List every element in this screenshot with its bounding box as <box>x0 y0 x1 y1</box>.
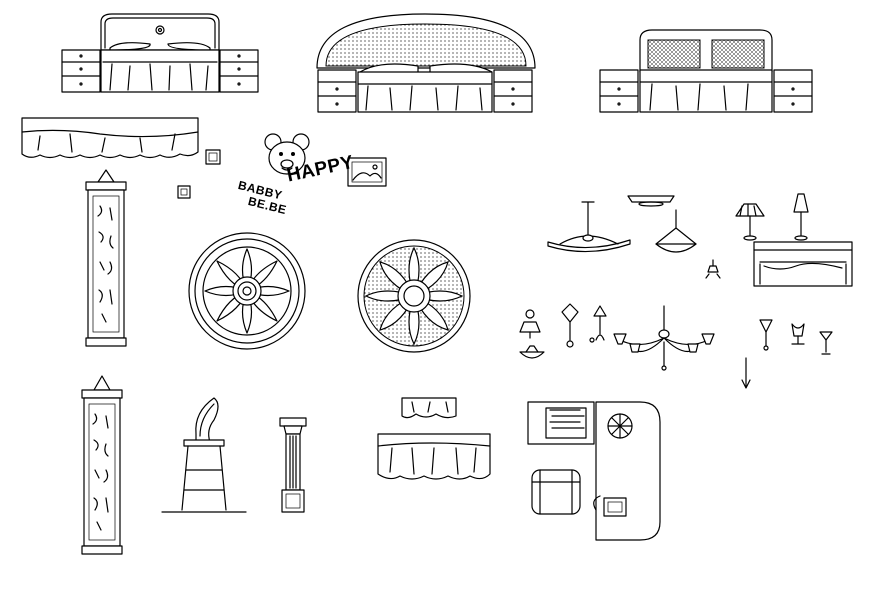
decorative-column <box>279 417 307 513</box>
headboard-cushion <box>401 397 457 419</box>
small-spot-light <box>705 259 721 279</box>
bench-skirt-elevation <box>377 433 491 480</box>
wall-sconce-4 <box>759 319 773 351</box>
drop-pendant-small <box>741 357 751 389</box>
bowl-pendant-light <box>655 209 697 253</box>
bed-skirt-elevation <box>21 117 199 159</box>
bar-chair-elevation <box>161 397 247 513</box>
table-lamp-2 <box>793 193 809 241</box>
small-picture-frame-1 <box>205 149 221 165</box>
hanging-scroll-2 <box>81 375 123 555</box>
ceiling-bowl-small <box>519 345 545 359</box>
hanging-scroll-1 <box>85 169 127 347</box>
bed-elevation-3 <box>599 29 813 113</box>
wall-sconce-2 <box>561 303 579 348</box>
ceiling-medallion-ornate <box>188 232 306 350</box>
pendant-chandelier <box>547 201 631 253</box>
small-picture-frame-2 <box>177 185 191 199</box>
wall-sconce-3 <box>589 305 607 343</box>
ceiling-medallion-petal <box>357 239 471 353</box>
bed-elevation-2 <box>316 13 536 113</box>
bed-elevation-1 <box>61 13 259 93</box>
wall-sconce-5 <box>791 323 805 345</box>
wall-sconce-6 <box>819 331 833 355</box>
flush-ceiling-light <box>627 195 675 207</box>
multi-arm-chandelier <box>613 305 715 371</box>
wall-sconce-1 <box>519 309 541 339</box>
table-lamp-1 <box>735 203 765 241</box>
landscape-picture-frame <box>347 157 387 187</box>
office-desk-plan <box>527 401 661 541</box>
console-table <box>753 241 853 287</box>
mouse-sticker-icon <box>264 133 310 175</box>
